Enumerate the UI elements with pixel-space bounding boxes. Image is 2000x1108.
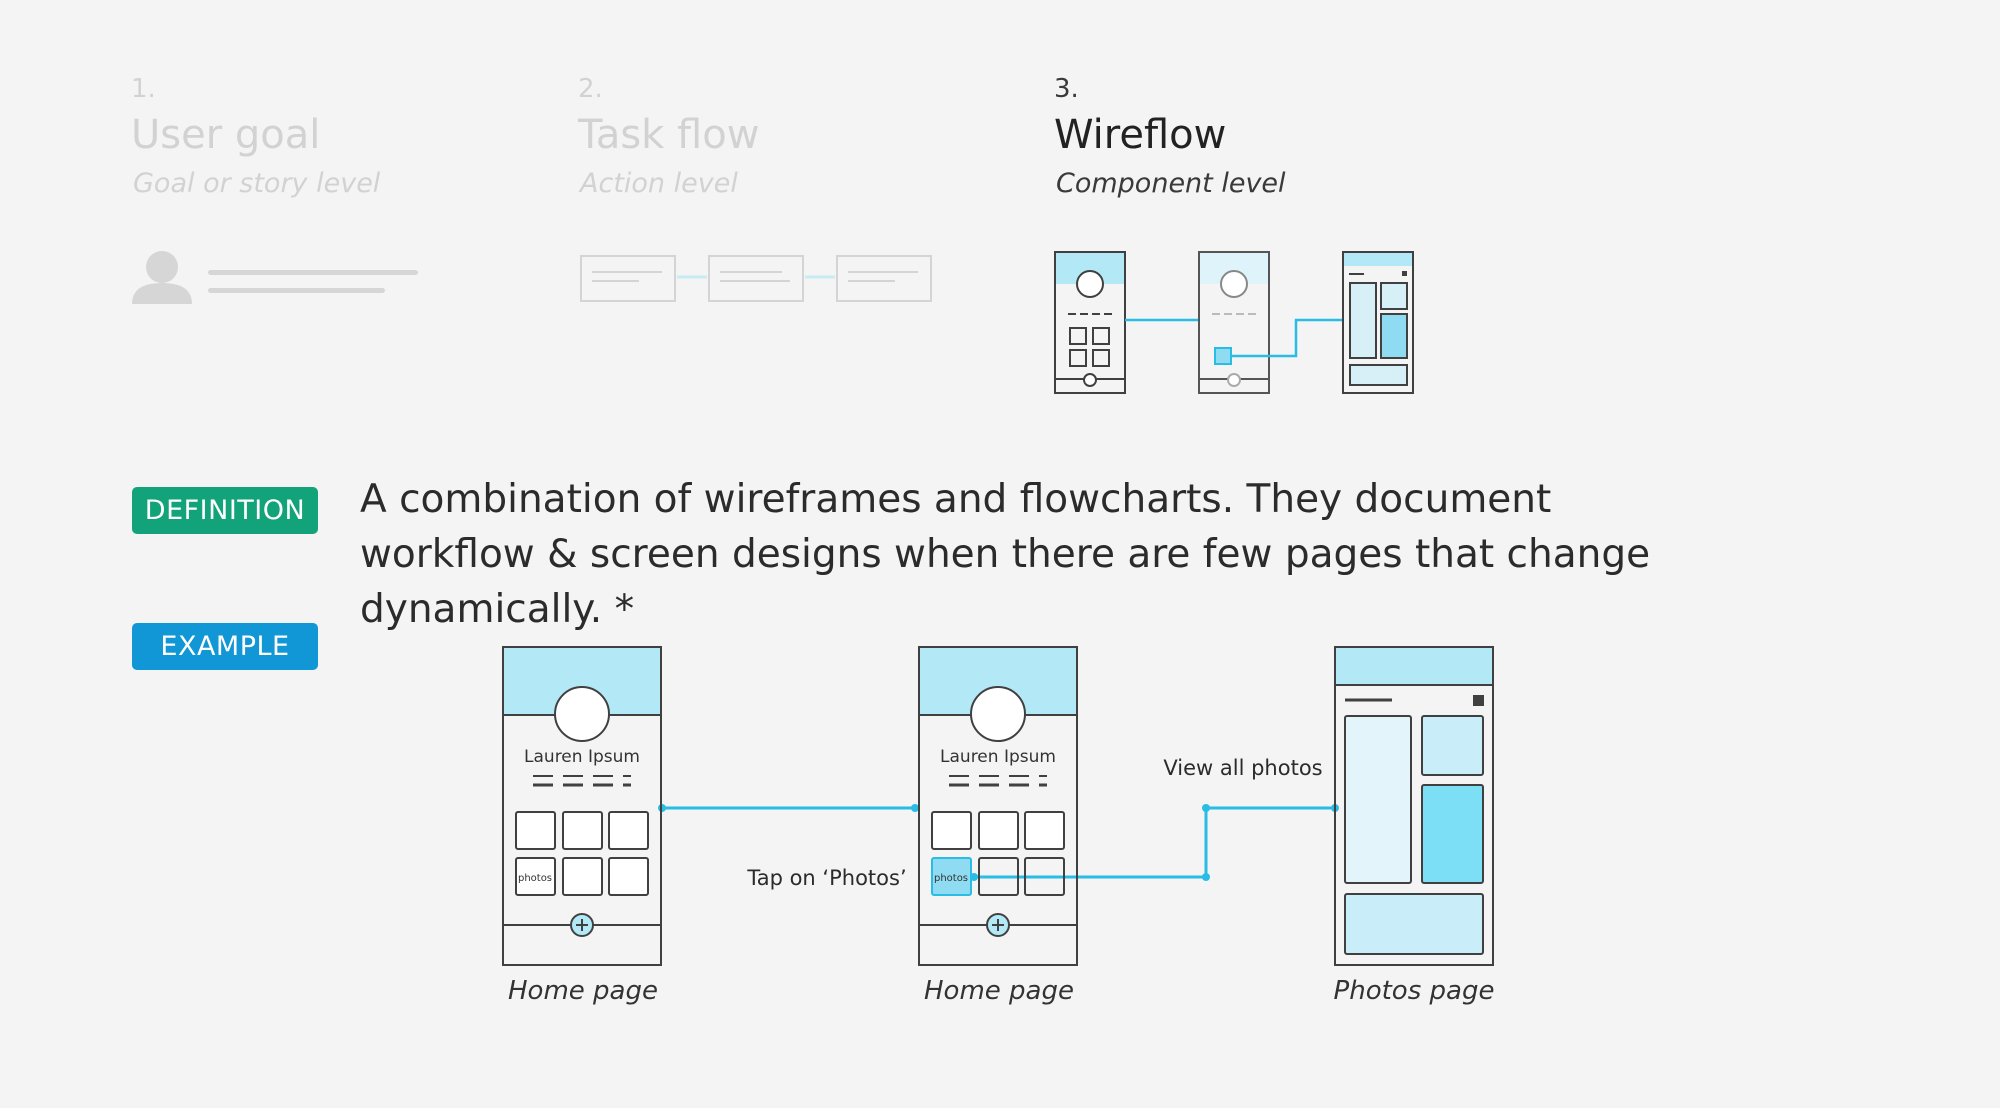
step-title-user-goal: User goal (131, 112, 321, 158)
mini-screen-3-header (1343, 252, 1413, 266)
screen-3-tile-tall (1344, 715, 1412, 884)
mini-screen-1-avatar (1076, 270, 1104, 298)
screen-2-photos-tile (931, 857, 972, 896)
mini-screen-1-grid-1 (1069, 327, 1087, 345)
mini-screen-1-grid-4 (1092, 349, 1110, 367)
step-title-task-flow: Task flow (578, 112, 760, 158)
header-illustrations (132, 251, 1414, 394)
mini-screen-1-add-icon (1083, 373, 1097, 387)
screen-3-frame (1334, 646, 1494, 966)
step-title-wireflow: Wireflow (1054, 112, 1227, 158)
screen-1-tile (562, 857, 603, 896)
mini-screen-3-tile-tall (1349, 282, 1377, 359)
screen-2-avatar (970, 686, 1026, 742)
definition-text: A combination of wireframes and flowchar… (360, 477, 1651, 632)
screen-3-tile-highlight (1421, 784, 1484, 884)
mini-screen-3-tile-wide (1349, 364, 1408, 386)
user-goal-illustration (132, 251, 418, 304)
task-box-2 (708, 255, 804, 302)
user-icon-head (146, 251, 178, 283)
mini-screen-2-photos-tile (1214, 347, 1232, 365)
caption-photos-page: Photos page (1334, 976, 1495, 1006)
screen-1-photos-tile (515, 857, 556, 896)
flow-label-view-all-photos: View all photos (1163, 756, 1322, 780)
caption-home-page-1: Home page (508, 976, 658, 1006)
screen-2-tile (931, 811, 972, 850)
screen-2-name: Lauren Ipsum (940, 747, 1056, 767)
screen-1-tile (608, 811, 649, 850)
mini-screen-3-tile-1 (1380, 282, 1408, 310)
home-page-wireframe-2: Lauren Ipsum photos (918, 646, 1078, 966)
screen-2-tile (1024, 857, 1065, 896)
screen-1-tile (562, 811, 603, 850)
mini-screen-1-grid-3 (1069, 349, 1087, 367)
user-goal-line-2 (208, 288, 385, 293)
step-number-1: 1. (131, 74, 156, 104)
task-box-3 (836, 255, 932, 302)
caption-home-page-2: Home page (924, 976, 1074, 1006)
definition-badge: DEFINITION (132, 487, 318, 534)
flow-label-tap-photos: Tap on ‘Photos’ (746, 866, 906, 890)
mini-screen-2-add-icon (1227, 373, 1241, 387)
home-page-wireframe-1: Lauren Ipsum photos (502, 646, 662, 966)
screen-1-photos-label: photos (518, 873, 552, 884)
mini-screen-1 (1054, 251, 1126, 394)
step-number-3: 3. (1054, 74, 1079, 104)
user-goal-line-1 (208, 270, 418, 275)
screen-3-tile-wide (1344, 893, 1484, 955)
connector-dot (911, 804, 919, 812)
screen-3-menu-icon (1473, 695, 1484, 706)
task-box-1 (580, 255, 676, 302)
screen-1-tile (608, 857, 649, 896)
screen-1-frame (502, 646, 662, 966)
wireflow-illustration (1054, 251, 1414, 394)
screen-1-name: Lauren Ipsum (524, 747, 640, 767)
example-badge: EXAMPLE (132, 623, 318, 670)
task-flow-illustration (580, 255, 932, 302)
screen-2-tile (978, 857, 1019, 896)
connector-dot (1202, 873, 1210, 881)
connector-photos-to-photos-page (974, 806, 1335, 879)
mini-screen-1-grid-2 (1092, 327, 1110, 345)
screen-2-tile (1024, 811, 1065, 850)
mini-screen-2 (1198, 251, 1270, 394)
screen-2-tile (978, 811, 1019, 850)
screen-2-photos-label: photos (934, 873, 968, 884)
step-number-2: 2. (578, 74, 603, 104)
mini-screen-3 (1342, 251, 1414, 394)
step-subtitle-wireflow: Component level (1056, 168, 1286, 199)
screen-3-tile-small (1421, 715, 1484, 776)
screen-1-tile (515, 811, 556, 850)
connector-dot (1202, 804, 1210, 812)
step-subtitle-user-goal: Goal or story level (133, 168, 381, 199)
mini-screen-2-avatar (1220, 270, 1248, 298)
screen-3-header (1335, 647, 1493, 685)
mini-screen-3-tile-2 (1380, 313, 1408, 359)
step-subtitle-task-flow: Action level (580, 168, 738, 199)
mini-connector-2 (1231, 318, 1343, 358)
screen-2-frame (918, 646, 1078, 966)
example-wireflow: Lauren Ipsum photos Lauren Ipsum photos (502, 646, 1495, 1006)
screen-1-avatar (554, 686, 610, 742)
photos-page-wireframe (1334, 646, 1494, 966)
mini-screen-3-menu (1402, 271, 1407, 276)
user-icon-body (132, 283, 192, 304)
